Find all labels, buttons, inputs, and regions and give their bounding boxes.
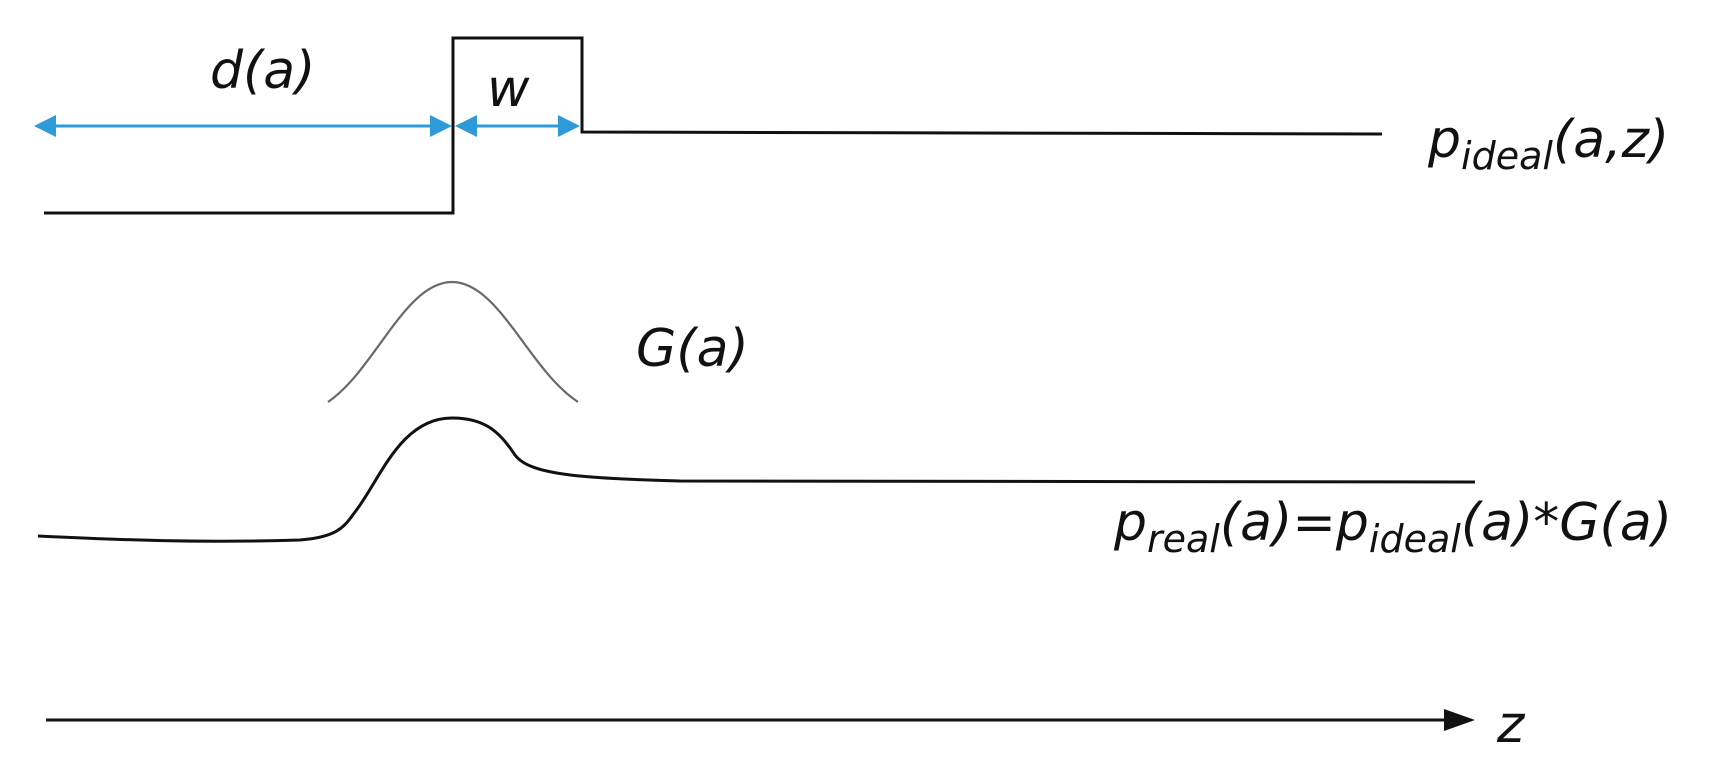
g-a-label: G(a)	[636, 319, 749, 379]
gaussian-kernel-curve	[327, 280, 579, 403]
z-axis	[46, 709, 1475, 731]
p-real-curve	[37, 416, 1476, 543]
p-ideal-label: pideal(a,z)	[1427, 110, 1669, 178]
z-axis-label: z	[1496, 695, 1526, 755]
d-a-label: d(a)	[210, 41, 315, 101]
p-ideal-curve	[44, 36, 1383, 215]
w-dimension-arrow	[455, 115, 580, 137]
d-dimension-arrow	[34, 115, 452, 137]
p-real-label: preal(a)=pideal(a)*G(a)	[1113, 493, 1672, 561]
w-label: w	[487, 59, 530, 119]
